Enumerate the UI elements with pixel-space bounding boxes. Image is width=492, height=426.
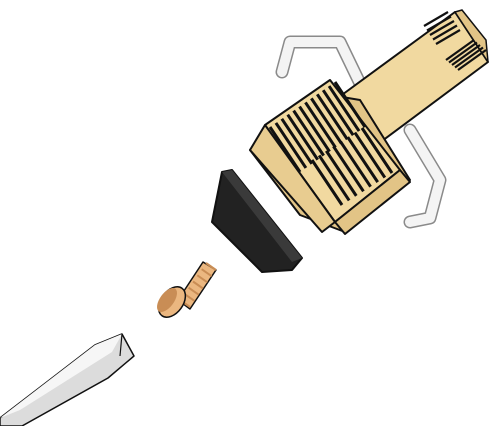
blade-tip [0,334,134,426]
small-screw [153,262,216,322]
